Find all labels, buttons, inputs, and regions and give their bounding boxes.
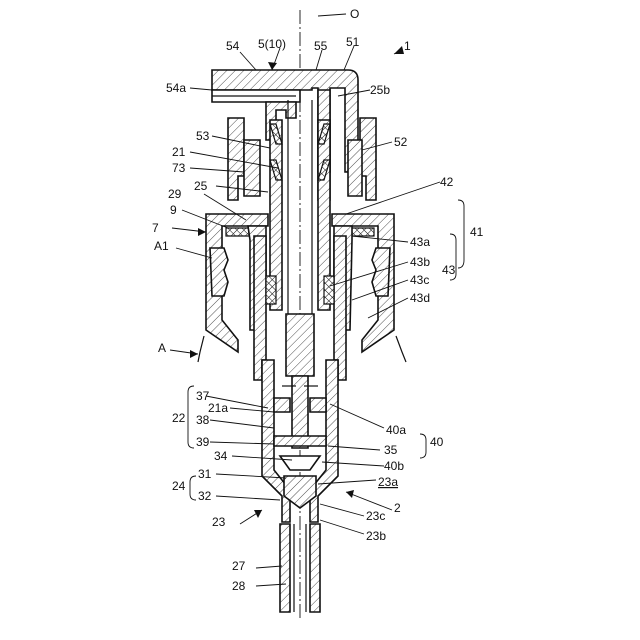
label-39: 39 (196, 435, 210, 449)
label-a: A (158, 341, 166, 355)
label-1: 1 (404, 39, 411, 53)
label-axis-o: O (350, 7, 359, 21)
label-21a: 21a (208, 401, 228, 415)
label-32: 32 (198, 489, 212, 503)
label-43a: 43a (410, 235, 430, 249)
label-21: 21 (172, 145, 186, 159)
label-42: 42 (440, 175, 454, 189)
label-24: 24 (172, 479, 186, 493)
label-28: 28 (232, 579, 246, 593)
label-40a: 40a (386, 423, 406, 437)
label-a1: A1 (154, 239, 169, 253)
label-38: 38 (196, 413, 210, 427)
label-27: 27 (232, 559, 246, 573)
label-29: 29 (168, 187, 182, 201)
label-23: 23 (212, 515, 226, 529)
label-9: 9 (170, 203, 177, 217)
label-54a: 54a (166, 81, 186, 95)
label-25b: 25b (370, 83, 390, 97)
label-34: 34 (214, 449, 228, 463)
label-43b: 43b (410, 255, 430, 269)
lower-body (262, 314, 338, 522)
label-41: 41 (470, 225, 484, 239)
label-23c: 23c (366, 509, 385, 523)
label-52: 52 (394, 135, 408, 149)
label-43d: 43d (410, 291, 430, 305)
label-55: 55 (314, 39, 328, 53)
label-54: 54 (226, 39, 240, 53)
label-2: 2 (394, 501, 401, 515)
label-51: 51 (346, 35, 360, 49)
label-40: 40 (430, 435, 444, 449)
label-22: 22 (172, 411, 186, 425)
label-23a: 23a (378, 475, 398, 489)
label-31: 31 (198, 467, 212, 481)
label-7: 7 (152, 221, 159, 235)
label-40b: 40b (384, 459, 404, 473)
label-53: 53 (196, 129, 210, 143)
label-43c: 43c (410, 273, 429, 287)
label-25: 25 (194, 179, 208, 193)
label-35: 35 (384, 443, 398, 457)
label-73: 73 (172, 161, 186, 175)
label-23b: 23b (366, 529, 386, 543)
label-5: 5(10) (258, 37, 286, 51)
label-43: 43 (442, 263, 456, 277)
